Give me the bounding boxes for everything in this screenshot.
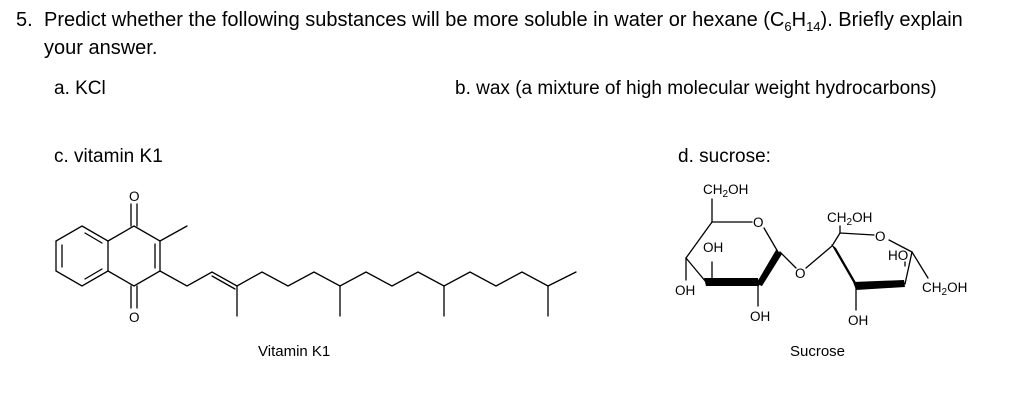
carbonyl-oxygen-bottom: O bbox=[129, 310, 140, 325]
question-line1-start: Predict whether the following substances… bbox=[44, 9, 785, 31]
glucose-oh-left: OH bbox=[675, 283, 695, 298]
glucose-ring-oxygen: O bbox=[753, 215, 764, 230]
fructose-oh-bottom: OH bbox=[848, 313, 868, 328]
glucose-oh-inner: OH bbox=[703, 240, 723, 255]
part-a-label: a. KCl bbox=[54, 78, 106, 99]
fructose-ch2oh-right: CH2OH bbox=[922, 280, 967, 298]
part-b-label: b. wax (a mixture of high molecular weig… bbox=[455, 78, 937, 99]
question-line1-end: ). Briefly explain bbox=[820, 9, 963, 31]
formula-subscript-6: 6 bbox=[784, 19, 792, 34]
fructose-ch2oh-top: CH2OH bbox=[827, 210, 872, 228]
part-d-label: d. sucrose: bbox=[678, 146, 771, 167]
formula-h: H bbox=[791, 9, 807, 31]
vitamin-k1-caption: Vitamin K1 bbox=[258, 343, 331, 360]
sucrose-caption: Sucrose bbox=[790, 343, 846, 360]
glycosidic-oxygen: O bbox=[795, 266, 806, 281]
fructose-ho: HO bbox=[888, 248, 908, 263]
formula-subscript-14: 14 bbox=[806, 19, 821, 34]
glucose-ch2oh: CH2OH bbox=[703, 182, 748, 200]
part-c-label: c. vitamin K1 bbox=[54, 146, 163, 167]
question-number: 5. bbox=[16, 9, 33, 31]
carbonyl-oxygen-top: O bbox=[129, 189, 140, 204]
question-text-line2: your answer. bbox=[44, 37, 158, 59]
glucose-oh-bottom: OH bbox=[750, 309, 770, 324]
question-text-line1: Predict whether the following substances… bbox=[44, 6, 963, 41]
fructose-ring-oxygen: O bbox=[875, 229, 886, 244]
